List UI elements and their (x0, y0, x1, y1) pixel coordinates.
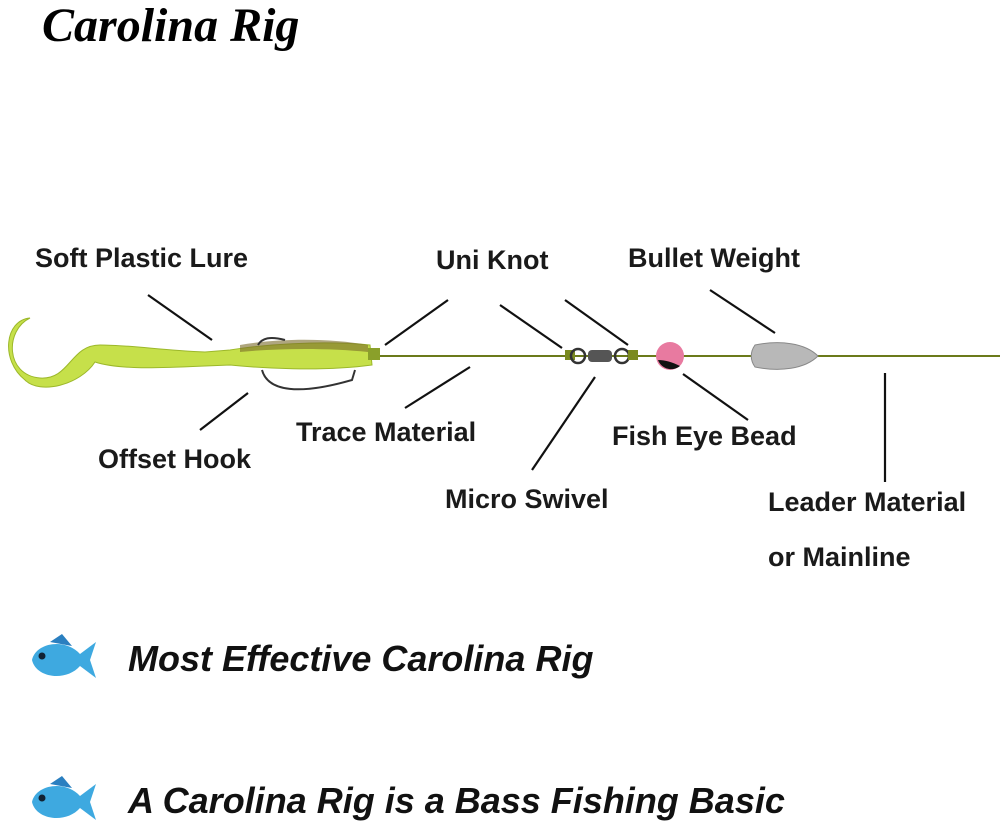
label-or-mainline: or Mainline (768, 542, 911, 572)
pointer-lines (147, 289, 887, 482)
pointer-micro-swivel (531, 376, 596, 471)
micro-swivel (565, 347, 638, 365)
bullet-weight (750, 342, 819, 370)
offset-hook (257, 336, 356, 391)
diagram-title: Carolina Rig (42, 0, 300, 52)
pointer-soft-plastic-lure (147, 294, 213, 341)
pointer-offset-hook (199, 392, 249, 431)
feature-item: A Carolina Rig is a Bass Fishing Basic (28, 774, 785, 828)
label-uni-knot: Uni Knot (436, 245, 549, 275)
label-trace-material: Trace Material (296, 417, 477, 447)
feature-item: Most Effective Carolina Rig (28, 632, 593, 686)
feature-text: Most Effective Carolina Rig (128, 638, 594, 679)
pointer-uni-knot-right (564, 299, 629, 346)
label-fish-eye-bead: Fish Eye Bead (612, 421, 797, 451)
label-soft-plastic-lure: Soft Plastic Lure (35, 243, 249, 273)
label-bullet-weight: Bullet Weight (628, 243, 800, 273)
rig-illustration (8, 289, 1000, 482)
pointer-trace-material (404, 366, 471, 409)
pointer-fish-eye-bead (682, 373, 749, 421)
fish-icon (32, 776, 96, 820)
pointer-uni-knot-left (384, 299, 449, 346)
label-micro-swivel: Micro Swivel (445, 484, 609, 514)
feature-text: A Carolina Rig is a Bass Fishing Basic (128, 780, 785, 821)
pointer-uni-knot-mid (499, 304, 563, 349)
label-leader-material: Leader Material (768, 487, 967, 517)
fish-icon (32, 634, 96, 678)
soft-plastic-lure (8, 317, 380, 388)
fish-eye-bead (656, 342, 684, 370)
label-offset-hook: Offset Hook (98, 444, 252, 474)
pointer-bullet-weight (709, 289, 776, 334)
